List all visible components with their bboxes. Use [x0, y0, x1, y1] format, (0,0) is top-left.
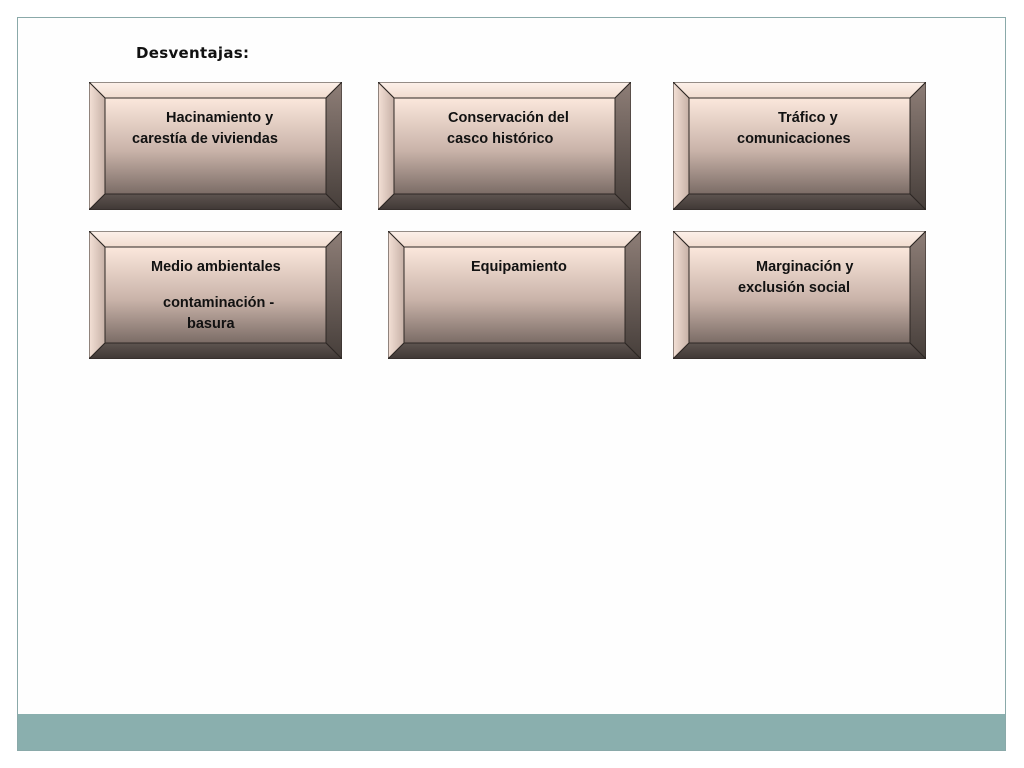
box-label-line: Tráfico y	[778, 110, 838, 126]
bevel-box-marginacion: Marginación y exclusión social	[673, 231, 926, 359]
bevel-box-conservacion: Conservación del casco histórico	[378, 82, 631, 210]
box-label-line: carestía de viviendas	[132, 131, 278, 147]
bevel-box-equipamiento: Equipamiento	[388, 231, 641, 359]
slide: Desventajas: Hacinamiento y carestía de …	[17, 17, 1006, 751]
bevel-box-medio-ambientales: Medio ambientales contaminación - basura	[89, 231, 342, 359]
bevel-box-hacinamiento: Hacinamiento y carestía de viviendas	[89, 82, 342, 210]
box-label-line: exclusión social	[738, 280, 851, 296]
heading-desventajas: Desventajas:	[136, 44, 250, 62]
box-label-line: casco histórico	[447, 131, 554, 147]
box-label-line: contaminación -	[163, 295, 275, 311]
box-label-line: Hacinamiento y	[166, 110, 274, 126]
box-label-line: basura	[187, 316, 235, 332]
box-label-line: Medio ambientales	[151, 259, 281, 275]
box-label-line: Marginación y	[756, 259, 854, 275]
box-label-line: Conservación del	[448, 110, 569, 126]
bevel-box-trafico: Tráfico y comunicaciones	[673, 82, 926, 210]
box-label-line: comunicaciones	[737, 131, 851, 147]
footer-band	[18, 714, 1005, 750]
box-label-line: Equipamiento	[471, 259, 567, 275]
